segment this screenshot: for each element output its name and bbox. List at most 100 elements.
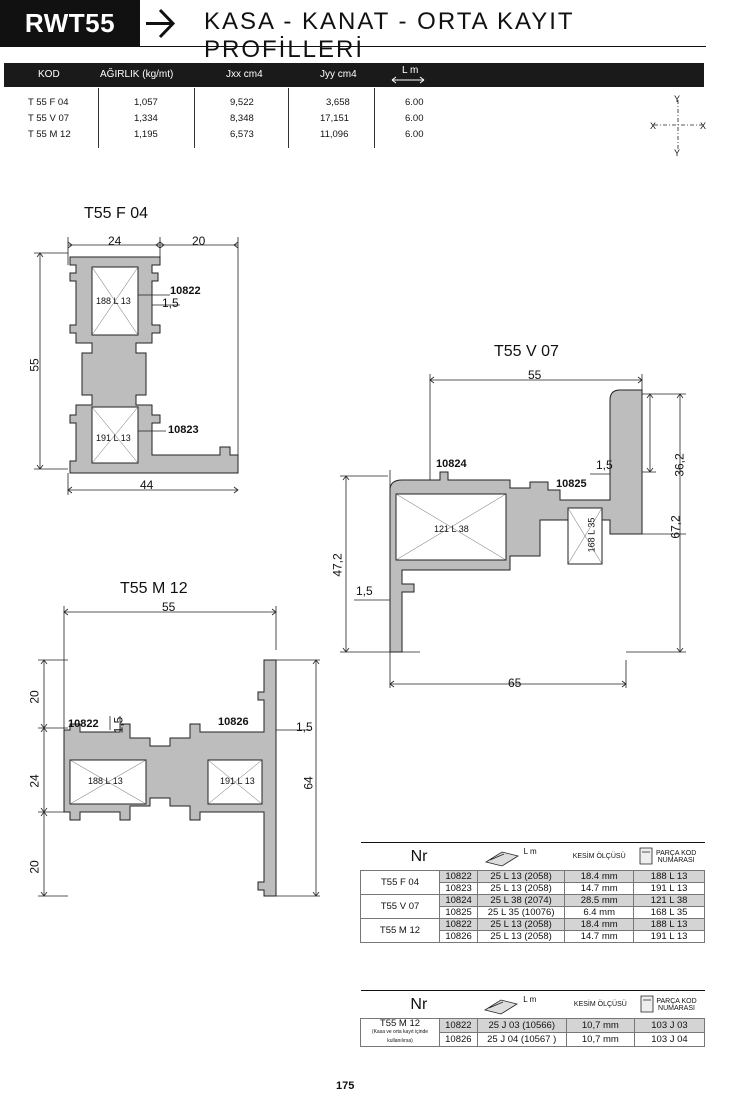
part-label: 10823: [168, 424, 199, 436]
cell-lm: 25 L 13 (2058): [477, 882, 566, 895]
dim-v07-bottom: 65: [508, 676, 522, 690]
group-note: (Kasa ve orta kayıt içinde kullanılırsa): [371, 1029, 429, 1044]
lm-label: L m: [523, 995, 537, 1004]
profile-cut-icon: [484, 851, 519, 867]
corner-label: 191 L 13: [96, 433, 131, 443]
parca-label-1: PARÇA KOD: [655, 849, 697, 857]
spec-kod: T 55 V 07: [28, 113, 70, 124]
cell-parca: 188 L 13: [633, 918, 705, 931]
cell-lm: 25 L 13 (2058): [477, 918, 566, 931]
col-jxx: Jxx cm4: [226, 69, 263, 80]
dim-m12-top: 55: [162, 600, 176, 614]
dim-m12-gap-left: 1,5: [111, 716, 126, 734]
spec-jyy: 3,658: [326, 97, 350, 108]
axis-cross-icon: [654, 100, 702, 150]
group-name: T55 V 07: [360, 894, 440, 919]
dim-v07-gap-left: 1,5: [356, 584, 373, 598]
cell-parca: 191 L 13: [633, 882, 705, 895]
lm-label: L m: [523, 847, 537, 856]
cell-code: 10825: [438, 906, 479, 919]
axis-x-left: X: [650, 121, 657, 131]
spec-agirlik: 1,334: [134, 113, 158, 124]
kesim-header: KESİM ÖLÇÜSÜ: [564, 842, 634, 871]
corner-part-icon: [640, 995, 653, 1013]
corner-label: 188 L 13: [88, 776, 123, 786]
cut-table-1: Nr L m KESİM ÖLÇÜSÜ PARÇA KOD NUMARASI T…: [360, 842, 705, 943]
lm-header: L m: [477, 842, 565, 871]
drawing-title-m12: T55 M 12: [120, 580, 188, 597]
cell-code: 10824: [438, 894, 479, 907]
group-name: T55 F 04: [360, 870, 440, 895]
part-label: 10822: [68, 718, 99, 730]
cell-kesim: 14.7 mm: [564, 930, 635, 943]
dim-f04-bottom: 44: [140, 478, 154, 492]
cell-lm: 25 J 04 (10567 ): [476, 1032, 567, 1047]
cell-parca: 121 L 38: [633, 894, 705, 907]
dim-v07-right-total: 67,2: [668, 515, 683, 539]
dim-f04-top-right: 20: [192, 234, 206, 248]
double-arrow-icon: [391, 76, 425, 84]
part-label: 10822: [170, 285, 201, 297]
profile-drawing-f04: [34, 237, 239, 495]
profile-drawing-m12: [38, 606, 320, 897]
cell-kesim: 6.4 mm: [564, 906, 635, 919]
parca-label-2: NUMARASI: [658, 1004, 695, 1012]
dim-m12-left-mid: 24: [27, 774, 42, 788]
cell-code: 10823: [438, 882, 479, 895]
part-label: 10825: [556, 478, 587, 490]
spec-divider: [194, 88, 195, 148]
cell-kesim: 10,7 mm: [565, 1018, 636, 1033]
dim-m12-left-top: 20: [27, 690, 42, 704]
corner-label: 188 L 13: [96, 296, 131, 306]
spec-jyy: 11,096: [320, 129, 349, 140]
arrow-right-icon: [146, 8, 176, 39]
cell-code: 10826: [439, 1032, 478, 1047]
series-code: RWT55: [24, 8, 116, 38]
spec-jxx: 9,522: [230, 97, 254, 108]
group-name: T55 M 12 (Kasa ve orta kayıt içinde kull…: [360, 1018, 440, 1047]
cell-lm: 25 L 13 (2058): [477, 930, 566, 943]
cell-parca: 103 J 04: [634, 1032, 705, 1047]
cell-lm: 25 L 13 (2058): [477, 870, 566, 883]
dim-v07-left: 47,2: [330, 553, 345, 577]
spec-agirlik: 1,195: [134, 129, 158, 140]
cell-parca: 188 L 13: [633, 870, 705, 883]
spec-row: T 55 V 07 1,334 8,348 17,151 6.00: [0, 113, 460, 128]
group-title: T55 M 12: [379, 1018, 421, 1029]
dim-v07-gap-right: 1,5: [596, 458, 613, 472]
corner-label: 121 L 38: [434, 524, 469, 534]
dim-m12-left-bottom: 20: [27, 860, 42, 874]
col-kod: KOD: [38, 69, 60, 80]
spec-divider: [288, 88, 289, 148]
cell-lm: 25 L 35 (10076): [477, 906, 566, 919]
spec-row: T 55 F 04 1,057 9,522 3,658 6.00: [0, 97, 460, 112]
part-label: 10824: [436, 458, 467, 470]
cell-parca: 168 L 35: [633, 906, 705, 919]
axis-y-top: Y: [674, 94, 681, 104]
dim-m12-gap-right: 1,5: [296, 720, 313, 734]
spec-kod: T 55 M 12: [28, 129, 71, 140]
spec-agirlik: 1,057: [134, 97, 158, 108]
nr-header: Nr: [360, 842, 478, 871]
dim-v07-right-upper: 36,2: [672, 453, 687, 477]
corner-label: 191 L 13: [220, 776, 255, 786]
spec-jxx: 8,348: [230, 113, 254, 124]
nr-header: Nr: [360, 990, 478, 1019]
part-label: 10826: [218, 716, 249, 728]
spec-jyy: 17,151: [320, 113, 350, 124]
profile-cut-icon: [484, 999, 519, 1015]
axis-x-right: X: [700, 121, 707, 131]
kesim-header: KESİM ÖLÇÜSÜ: [566, 990, 635, 1019]
drawing-title-f04: T55 F 04: [84, 205, 149, 222]
cut-table-2: Nr L m KESİM ÖLÇÜSÜ PARÇA KOD NUMARASI T…: [360, 990, 705, 1047]
corner-part-icon: [639, 847, 653, 865]
lm-header: L m: [477, 990, 567, 1019]
spec-divider: [98, 88, 99, 148]
spec-kod: T 55 F 04: [28, 97, 69, 108]
cell-lm: 25 J 03 (10566): [476, 1018, 567, 1033]
dim-m12-right: 64: [301, 776, 316, 790]
cell-parca: 191 L 13: [633, 930, 705, 943]
spec-divider: [374, 88, 375, 148]
parca-header: PARÇA KOD NUMARASI: [634, 990, 705, 1019]
cell-code: 10822: [439, 1018, 478, 1033]
